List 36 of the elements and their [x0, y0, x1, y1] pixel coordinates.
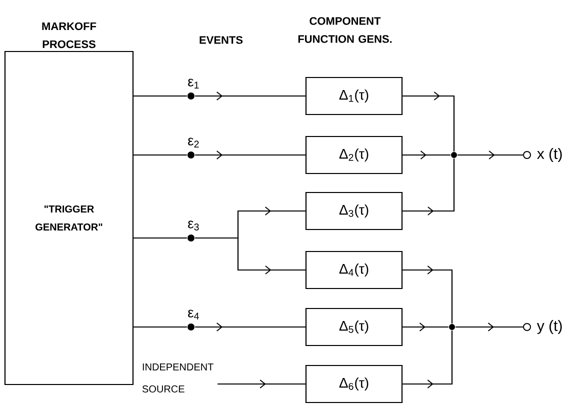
- function-box: Δ$_{3}$(τ): [305, 192, 403, 230]
- output-terminal: y (t): [523, 320, 562, 334]
- column-heading: COMPONENT FUNCTION GENS.: [298, 17, 392, 43]
- connector: [134, 95, 187, 97]
- connector: [134, 237, 187, 239]
- connector: [402, 158, 455, 216]
- connector: [134, 326, 187, 328]
- connector: [134, 154, 187, 156]
- node-label: ε$_{3}$: [188, 220, 199, 230]
- process-box: MARKOFF PROCESS "TRIGGER GENERATOR": [4, 22, 134, 386]
- function-box: Δ$_{1}$(τ): [305, 76, 403, 116]
- source-label: INDEPENDENT SOURCE: [142, 364, 214, 392]
- connector: [456, 322, 523, 332]
- connector: [458, 150, 523, 160]
- function-box: Δ$_{4}$(τ): [305, 250, 403, 290]
- output-terminal: x (t): [523, 148, 562, 162]
- connector: [195, 150, 306, 160]
- connector: [195, 237, 306, 274]
- node-label: x (t): [537, 148, 562, 162]
- node-label: ε$_{4}$: [188, 310, 199, 320]
- connector: [402, 266, 453, 324]
- column-heading: EVENTS: [200, 36, 243, 44]
- function-box: Δ$_{5}$(τ): [305, 308, 403, 346]
- connector: [402, 150, 450, 160]
- connector: [402, 92, 455, 152]
- connector: [195, 322, 306, 332]
- function-box: Δ$_{2}$(τ): [305, 136, 403, 174]
- connector: [195, 92, 306, 100]
- connector: [402, 330, 453, 388]
- node-label: ε$_{2}$: [188, 138, 199, 148]
- node-label: y (t): [536, 320, 562, 334]
- connector: [402, 322, 448, 332]
- node-label: ε$_{1}$: [188, 78, 199, 88]
- function-box: Δ$_{6}$(τ): [305, 364, 403, 404]
- connector: [218, 380, 306, 388]
- node-label: MARKOFF PROCESS: [42, 22, 96, 48]
